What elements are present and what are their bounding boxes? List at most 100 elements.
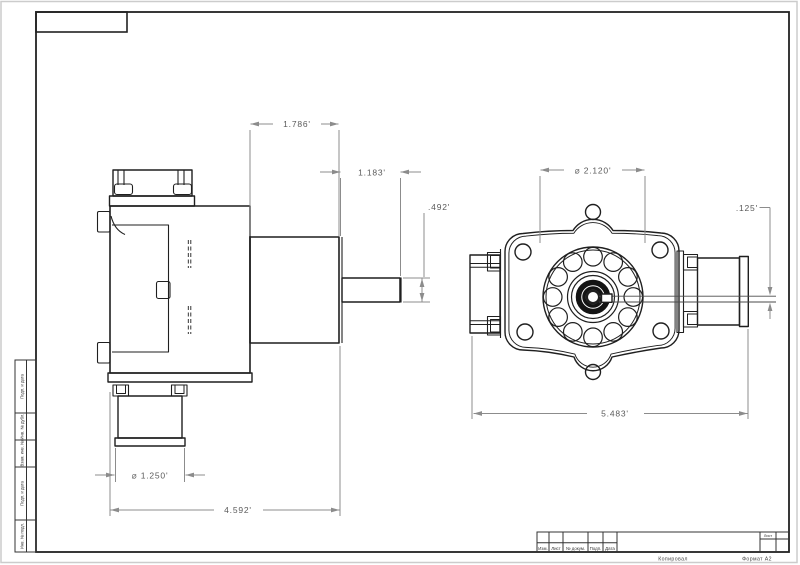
dim-label: ⌀ 2.120' — [575, 166, 612, 176]
arrowhead — [110, 507, 119, 513]
flange-bolt-hole — [516, 323, 534, 341]
margin-stamp-column — [14, 359, 37, 553]
title-block-outline — [536, 531, 789, 552]
arrowhead — [332, 169, 341, 175]
title-col-list: Лист — [551, 546, 561, 551]
left-fitting-bolt-inner — [490, 255, 501, 269]
housing-outline — [249, 236, 340, 344]
dim-label: ⌀ 1.250' — [132, 471, 169, 481]
center-slot — [599, 293, 776, 304]
mounting-flange — [504, 203, 680, 381]
hub-hole — [583, 246, 603, 267]
dim-shaft-length: 1.183' — [320, 168, 421, 276]
hub-hole-ring — [542, 246, 644, 348]
right-fitting-bolt-inner — [687, 313, 698, 325]
body-bottom-flange — [107, 372, 253, 383]
hub-hole — [562, 322, 583, 342]
dim-barb-dia: ⌀ 1.250' — [95, 448, 205, 482]
barb-bolt-tab — [112, 384, 130, 397]
title-sheet-label: Лист — [764, 534, 773, 538]
title-col-izm: Изм. — [538, 546, 547, 551]
hub-hole — [618, 307, 638, 328]
barb-bolt-tab-inner — [116, 384, 126, 394]
arrowhead — [330, 121, 339, 127]
arrowhead — [767, 302, 773, 311]
arrowhead — [419, 293, 425, 302]
dim-label: 5.483' — [601, 409, 629, 419]
flange-bolt-hole — [584, 363, 602, 381]
hub-hole — [548, 267, 568, 287]
body-fillet-curve — [110, 215, 126, 236]
arrowhead — [185, 472, 194, 478]
body-side-tab — [96, 341, 111, 364]
dim-label: 4.592' — [224, 505, 252, 515]
margin-stamp-label: Взам. инв. № — [20, 440, 25, 466]
flange-bolt-hole — [652, 322, 670, 340]
arrowhead — [473, 411, 482, 416]
barb-tube — [117, 395, 183, 439]
flange-outline — [504, 218, 680, 372]
shaft — [341, 277, 401, 303]
top-fitting-foot — [172, 183, 193, 196]
front-left-fitting — [469, 249, 502, 338]
margin-stamp-label: Подп. и дата — [20, 373, 25, 398]
body-outline — [109, 205, 251, 374]
bottom-barb — [112, 384, 188, 447]
dim-slot: .125' — [736, 203, 773, 319]
title-block-text: Изм. Лист № докум. Подп. Дата Лист Копир… — [538, 534, 772, 563]
arrowhead — [739, 411, 748, 416]
front-view — [469, 203, 776, 381]
flange-inner-outline — [508, 222, 676, 368]
dimensions: 1.786' 1.183' .492' — [95, 119, 773, 516]
margin-stamp-label: Инв. № дубл. — [20, 414, 25, 440]
front-right-fitting — [676, 250, 750, 334]
keyway — [600, 293, 613, 304]
hub-hole — [548, 307, 568, 328]
hub-inner-circle — [545, 249, 641, 345]
hub-bearing-circle — [566, 270, 620, 324]
arrowhead — [767, 287, 773, 296]
dim-overall-side: 4.592' — [109, 346, 341, 516]
title-col-podp: Подп. — [590, 546, 602, 551]
dim-label: 1.786' — [283, 119, 311, 129]
shaft-bore — [585, 289, 601, 305]
margin-stamp-labels: Подп. и дата Инв. № дубл. Взам. инв. № П… — [20, 373, 25, 549]
hub-hole — [583, 327, 603, 348]
barb-bead — [114, 437, 186, 447]
dim-label: .125' — [736, 203, 758, 213]
dim-shaft-dia: .492' — [403, 202, 449, 303]
footer-format-label: Формат А2 — [742, 557, 772, 563]
top-fitting-cap — [112, 169, 193, 197]
top-fitting-foot — [113, 183, 134, 196]
pump-body — [96, 205, 253, 383]
impeller-hub — [542, 246, 644, 348]
dim-housing-width: 1.786' — [249, 119, 340, 236]
left-fitting-bolt-inner — [490, 319, 501, 333]
margin-stamp-outline — [14, 359, 37, 553]
right-fitting-bolt-inner — [687, 256, 698, 268]
arrowhead — [540, 167, 549, 173]
hub-hole — [542, 287, 563, 307]
dim-overall-front: 5.483' — [471, 329, 749, 419]
top-fitting — [108, 169, 196, 207]
body-inner-tab — [155, 280, 171, 300]
footer-copied-label: Копировал — [658, 557, 688, 563]
hub-hole — [618, 267, 638, 287]
hub-hole — [603, 252, 624, 273]
hub-bearing-circle — [570, 274, 616, 320]
flange-bolt-hole — [584, 203, 602, 221]
margin-stamp-label: Инв. № подл. — [20, 523, 25, 549]
arrowhead — [331, 507, 340, 513]
arrowhead — [250, 121, 259, 127]
flange-bolt-hole — [514, 243, 532, 261]
hub-hole — [603, 322, 624, 342]
title-col-docnum: № докум. — [566, 546, 585, 551]
title-block — [536, 531, 789, 552]
arrowhead — [400, 169, 409, 175]
barb-bolt-tab — [170, 384, 188, 397]
hub-hole — [623, 287, 644, 307]
body-side-tab — [96, 210, 111, 233]
